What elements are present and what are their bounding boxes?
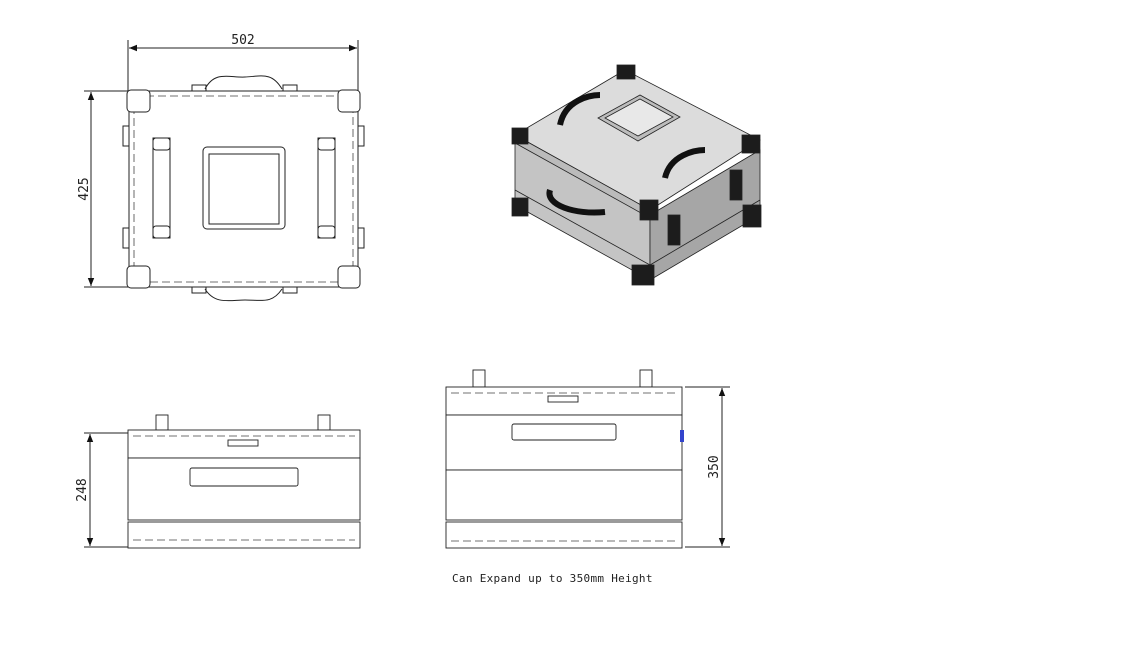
depth-dimension-label: 425 — [77, 177, 92, 200]
height-dimension-label: 248 — [75, 478, 90, 501]
front-view-expanded: 350 — [445, 369, 730, 549]
expanded-height-dimension-label: 350 — [707, 455, 722, 478]
top-view: 502 425 — [77, 33, 365, 302]
isometric-view-collapsed — [511, 64, 762, 286]
expansion-caption: Can Expand up to 350mm Height — [452, 572, 653, 585]
width-dimension-label: 502 — [231, 33, 254, 48]
front-view-collapsed: 248 — [75, 414, 361, 549]
